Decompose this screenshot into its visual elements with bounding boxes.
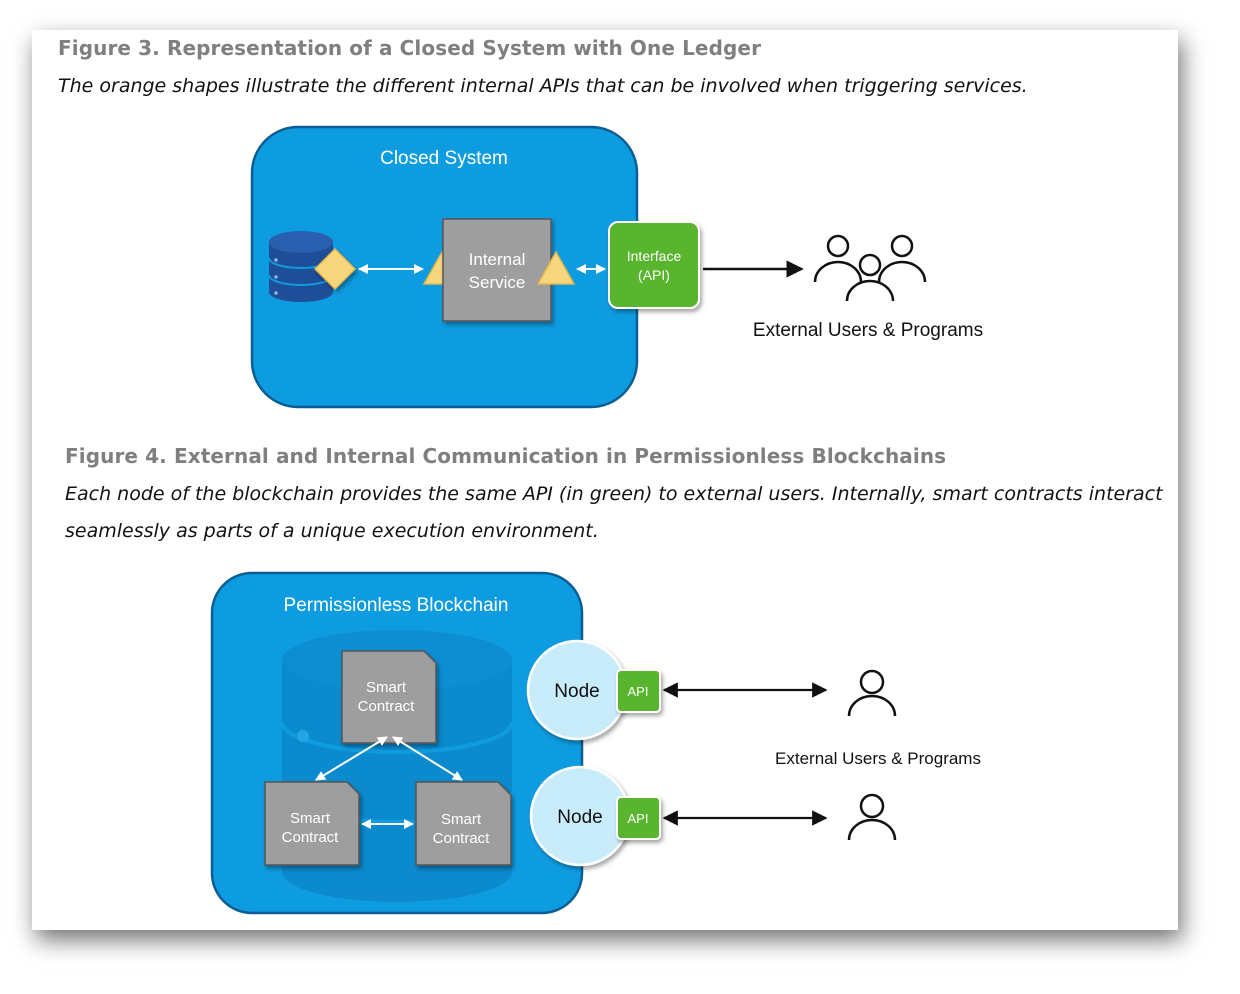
smart-contract-top — [341, 650, 437, 744]
smart-contract-right-label-line1: Smart — [441, 811, 482, 828]
interface-label-line2: (API) — [638, 267, 670, 283]
user-icon — [847, 669, 897, 717]
node-2-api-box — [616, 796, 661, 840]
figure4-diagram: Permissionless Blockchain Smart Contract… — [210, 571, 981, 915]
figure3-caption: The orange shapes illustrate the differe… — [58, 75, 1028, 97]
users-label: External Users & Programs — [753, 320, 983, 341]
internal-service-label-line1: Internal — [469, 250, 526, 269]
node-1-label: Node — [554, 681, 599, 702]
figure3-diagram: Closed System Internal Service Interface… — [250, 125, 983, 409]
internal-service-label-line2: Service — [469, 273, 526, 292]
smart-contract-top-label-line1: Smart — [366, 679, 407, 696]
smart-contract-top-label-line2: Contract — [358, 698, 416, 715]
closed-system-label: Closed System — [380, 148, 508, 169]
contract-top-right-arrow — [392, 736, 463, 781]
internal-api-triangle-right-icon — [536, 250, 576, 285]
smart-contract-left-label-line2: Contract — [282, 829, 340, 846]
interface-api-box — [608, 221, 700, 309]
node-2-api-label: API — [628, 811, 649, 826]
internal-service-box — [442, 218, 552, 322]
database-icon — [268, 231, 334, 302]
blockchain-label: Permissionless Blockchain — [284, 595, 509, 616]
smart-contract-bottom-right — [415, 781, 512, 866]
smart-contract-bottom-left — [264, 781, 360, 866]
figure4-title: Figure 4. External and Internal Communic… — [65, 444, 947, 468]
figure4-caption-line2: seamlessly as parts of a unique executio… — [65, 520, 599, 542]
user-icon — [847, 793, 897, 841]
contract-top-left-arrow — [315, 736, 388, 781]
figure3-title: Figure 3. Representation of a Closed Sys… — [58, 36, 762, 60]
interface-label-line1: Interface — [627, 248, 682, 264]
smart-contract-left-label-line1: Smart — [290, 810, 331, 827]
internal-api-diamond-icon — [313, 247, 357, 291]
figure4-users-label: External Users & Programs — [775, 749, 981, 768]
node-1-api-label: API — [628, 684, 649, 699]
node-2-label: Node — [557, 807, 602, 828]
figure4-caption-line1: Each node of the blockchain provides the… — [65, 483, 1163, 505]
smart-contract-right-label-line2: Contract — [433, 830, 491, 847]
users-icon — [813, 234, 927, 302]
node-1-api-box — [616, 669, 661, 713]
